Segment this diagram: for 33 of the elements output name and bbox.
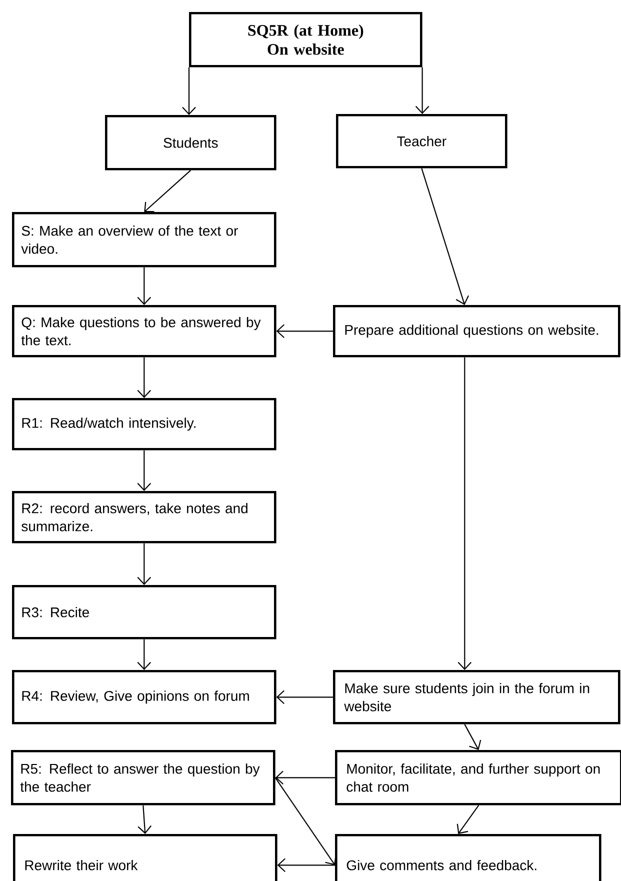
arrow	[137, 543, 152, 585]
arrow	[138, 805, 152, 834]
step-box: R4: Review, Give opinions on forum	[12, 670, 276, 724]
arrow	[137, 450, 152, 491]
arrow	[456, 804, 480, 834]
arrow	[464, 724, 482, 750]
arrow	[275, 770, 335, 785]
arrow	[458, 357, 472, 670]
step-box: Prepare additional questions on website.	[333, 305, 620, 358]
step-box: Rewrite their work	[13, 834, 278, 881]
title-box: SQ5R (at Home) On website	[189, 12, 422, 68]
arrow	[274, 777, 336, 866]
arrow	[137, 357, 152, 398]
group-box: Students	[105, 115, 276, 170]
step-box: Give comments and feedback.	[335, 834, 602, 881]
arrow	[144, 170, 192, 212]
group-box: Teacher	[336, 114, 508, 168]
step-box: R2: record answers, take notes and summarize.	[12, 491, 276, 544]
step-box: R5: Reflect to answer the question by the teacher	[11, 750, 276, 806]
arrow	[276, 324, 333, 338]
step-box: Q: Make questions to be answered by the text.	[12, 305, 276, 358]
step-box: R1: Read/watch intensively.	[12, 398, 276, 450]
arrow	[182, 67, 196, 116]
arrow	[277, 858, 335, 872]
arrow	[137, 639, 152, 670]
arrow	[137, 267, 152, 305]
arrow	[276, 690, 333, 704]
arrow	[421, 168, 469, 305]
step-box: S: Make an overview of the text or video.	[12, 212, 276, 268]
step-box: Make sure students join in the forum in website	[333, 670, 620, 724]
step-box: R3: Recite	[12, 585, 276, 640]
arrow	[415, 67, 430, 114]
step-box: Monitor, facilitate, and further support on chat room	[335, 750, 621, 806]
